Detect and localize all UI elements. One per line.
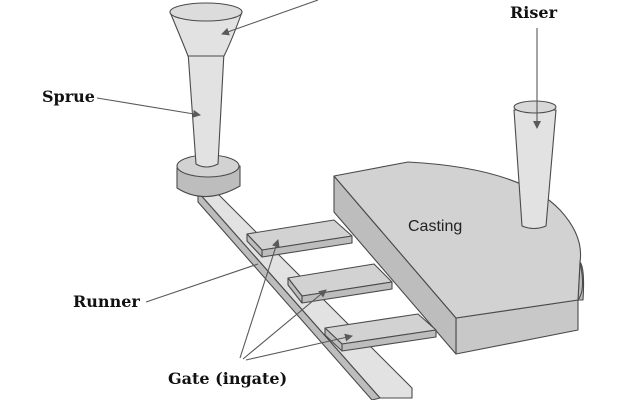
gate-leader-1 (239, 239, 280, 359)
runner-leader (145, 263, 259, 303)
runner-label: Runner (73, 292, 140, 311)
gate-label: Gate (ingate) (168, 369, 287, 388)
riser-top (513, 100, 557, 114)
sprue-label: Sprue (42, 87, 95, 106)
sprue (169, 2, 243, 168)
gate-leader-2 (242, 289, 327, 360)
casting-label: Casting (408, 218, 462, 235)
riser-label: Riser (510, 3, 558, 22)
pouring-basin (169, 11, 243, 57)
sprue-body (187, 51, 225, 168)
basin-leader (221, 0, 319, 36)
riser-body (513, 109, 557, 230)
gate-leader-3 (245, 333, 353, 361)
casting (333, 161, 585, 355)
gate-2 (287, 263, 393, 304)
riser (513, 100, 557, 230)
pouring-basin-rim (169, 2, 243, 22)
casting-top-face (333, 161, 582, 319)
runner-side (197, 191, 381, 400)
gate-1 (246, 219, 353, 258)
sprue-leader (96, 97, 201, 118)
